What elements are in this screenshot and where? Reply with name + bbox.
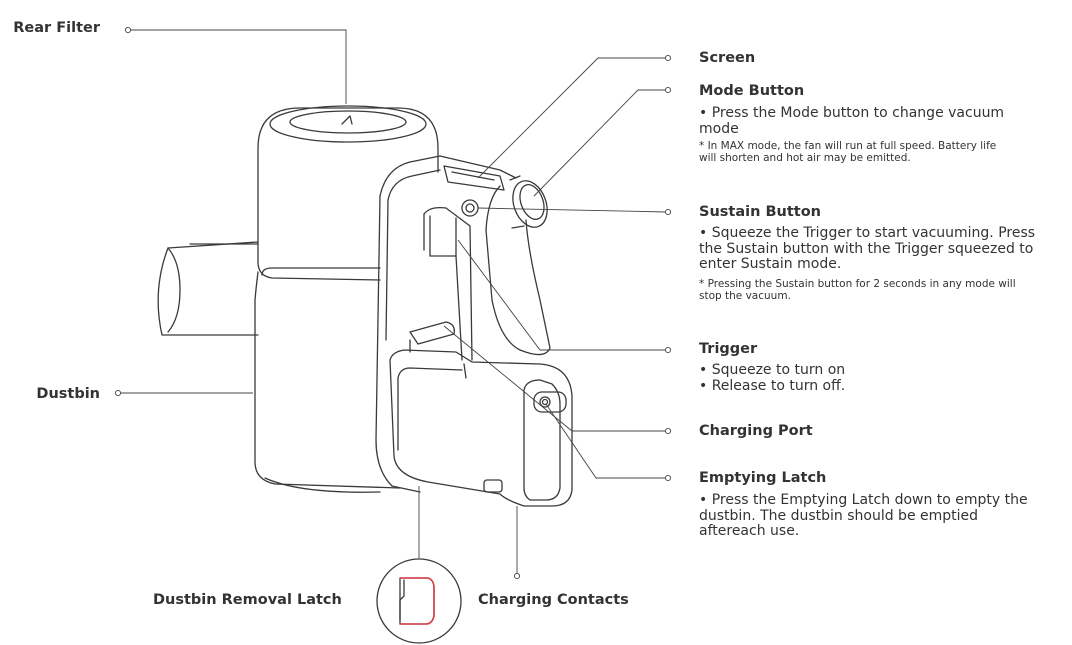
- trigger-desc-line2: • Release to turn off.: [699, 377, 846, 394]
- latch-detail: [376, 558, 462, 644]
- label-trigger: Trigger: [699, 341, 758, 357]
- inlet-nozzle: [157, 241, 259, 336]
- sustain-button-desc-line2: the Sustain button with the Trigger sque…: [699, 240, 1034, 257]
- mode-button-desc-line1: • Press the Mode button to change vacuum: [699, 105, 1005, 121]
- emptying-latch-desc-line3: aftereach use.: [699, 523, 800, 539]
- leader-screen: [477, 54, 672, 179]
- label-sustain-button: Sustain Button: [699, 204, 821, 220]
- label-dustbin-removal-latch: Dustbin Removal Latch: [153, 592, 342, 608]
- leader-rear-filter: [124, 26, 347, 104]
- trigger-description: • Squeeze to turn on • Release to turn o…: [699, 362, 1059, 394]
- sustain-button-note-line2: stop the vacuum.: [699, 289, 791, 302]
- label-charging-contacts: Charging Contacts: [478, 592, 629, 608]
- leader-dustbin: [114, 389, 253, 397]
- label-charging-port: Charging Port: [699, 423, 813, 439]
- leader-charging-port: [443, 325, 672, 435]
- label-dustbin: Dustbin: [36, 386, 100, 402]
- sustain-button-desc-line1: • Squeeze the Trigger to start vacuuming…: [699, 225, 1036, 241]
- mode-button-description: • Press the Mode button to change vacuum…: [699, 105, 1059, 137]
- trigger-desc-line1: • Squeeze to turn on: [699, 362, 846, 378]
- leader-sustain-button: [477, 207, 672, 216]
- label-screen: Screen: [699, 50, 756, 66]
- label-rear-filter: Rear Filter: [13, 20, 100, 36]
- emptying-latch-description: • Press the Emptying Latch down to empty…: [699, 492, 1064, 540]
- leader-charging-contacts: [513, 506, 521, 580]
- label-mode-button: Mode Button: [699, 83, 805, 99]
- label-emptying-latch: Emptying Latch: [699, 470, 827, 486]
- emptying-latch-desc-line1: • Press the Emptying Latch down to empty…: [699, 492, 1028, 508]
- mode-button-note: * In MAX mode, the fan will run at full …: [699, 140, 1059, 164]
- dustbin-body: [254, 105, 439, 493]
- mode-button-note-line1: * In MAX mode, the fan will run at full …: [699, 140, 997, 152]
- mode-button-note-line2: will shorten and hot air may be emitted.: [699, 151, 911, 164]
- mode-button-desc-line2: mode: [699, 120, 739, 137]
- leader-mode-button: [533, 86, 672, 197]
- sustain-button-note-line1: * Pressing the Sustain button for 2 seco…: [699, 278, 1016, 290]
- sustain-button-desc-line3: enter Sustain mode.: [699, 256, 842, 272]
- sustain-button-note: * Pressing the Sustain button for 2 seco…: [699, 278, 1064, 302]
- leader-trigger: [457, 239, 672, 354]
- handle-body: [375, 155, 573, 507]
- leader-emptying-latch: [545, 403, 672, 482]
- emptying-latch-desc-line2: dustbin. The dustbin should be emptied: [699, 507, 979, 524]
- sustain-button-description: • Squeeze the Trigger to start vacuuming…: [699, 225, 1064, 273]
